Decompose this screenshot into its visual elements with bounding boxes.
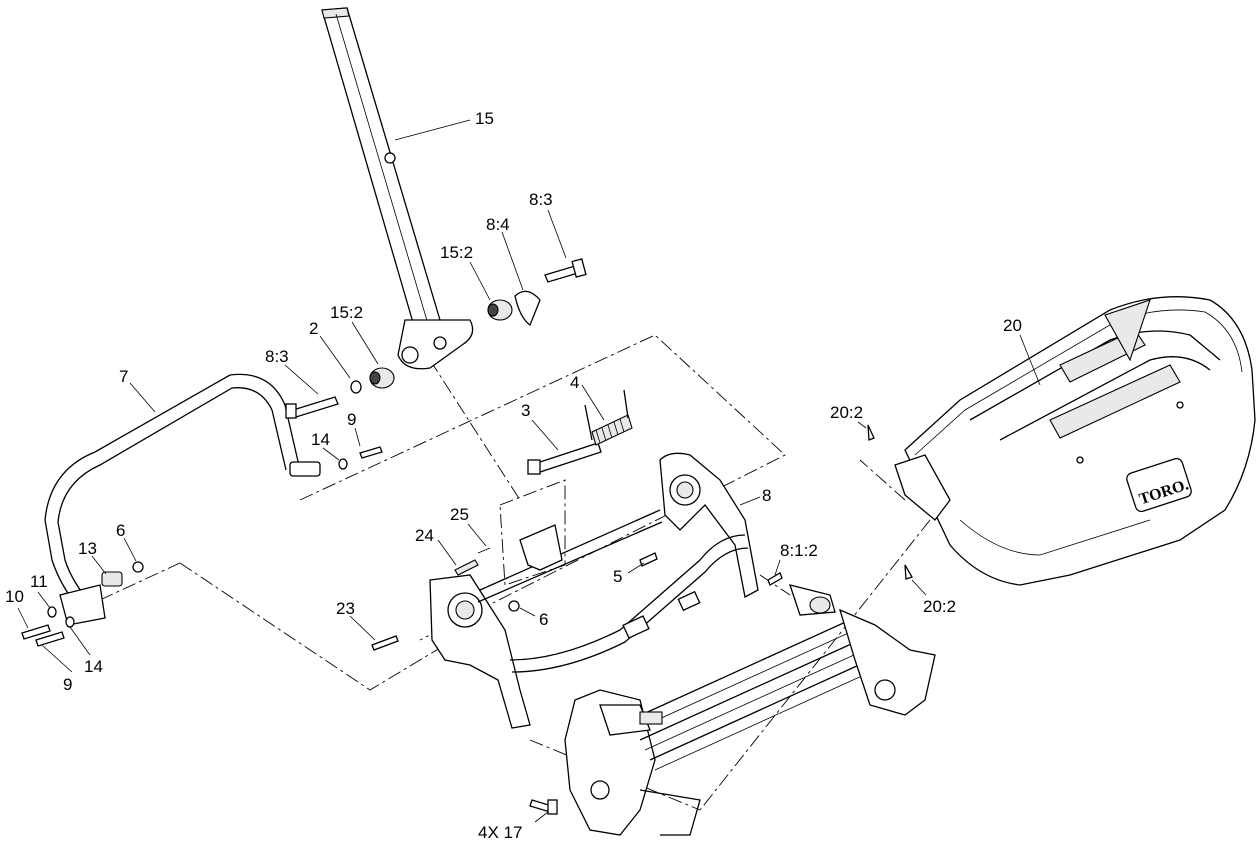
- callout-20-2-top: 20:2: [830, 403, 863, 422]
- callout-9-top: 9: [347, 410, 356, 429]
- assembly-lines: [99, 334, 931, 811]
- callout-20: 20: [1003, 316, 1022, 335]
- callout-8-4: 8:4: [486, 215, 510, 234]
- callout-2: 2: [309, 319, 318, 338]
- cover-20: TORO.: [894, 296, 1256, 586]
- callout-7: 7: [119, 367, 128, 386]
- callout-4x-17: 4X 17: [478, 823, 522, 842]
- callout-11: 11: [30, 572, 48, 591]
- callout-15-2-left: 15:2: [330, 303, 363, 322]
- callout-8: 8: [762, 486, 771, 505]
- callout-9-bottom: 9: [63, 675, 72, 694]
- callout-labels: 15 8:3 8:4 15:2 15:2 2 8:3 7 4 3 9 14 20…: [5, 109, 1022, 842]
- callout-24: 24: [415, 526, 434, 545]
- leader-lines: [17, 119, 1041, 823]
- callout-15-2-right: 15:2: [440, 243, 473, 262]
- callout-20-2-bottom: 20:2: [923, 597, 956, 616]
- handle-tube-15: [321, 7, 474, 370]
- callout-8-3-top: 8:3: [529, 190, 553, 209]
- callout-13: 13: [78, 539, 97, 558]
- callout-25: 25: [450, 505, 469, 524]
- callout-14-bottom: 14: [84, 657, 103, 676]
- callout-3: 3: [521, 401, 530, 420]
- callout-8-1-2: 8:1:2: [780, 541, 818, 560]
- callout-4: 4: [570, 373, 579, 392]
- callout-5: 5: [613, 567, 622, 586]
- frame-8: [429, 452, 759, 729]
- callout-6-left: 6: [116, 521, 125, 540]
- callout-14-top: 14: [311, 430, 330, 449]
- callout-23: 23: [336, 599, 355, 618]
- callout-10: 10: [5, 587, 24, 606]
- spring-4: [584, 389, 633, 446]
- cutting-unit: [564, 584, 936, 836]
- callout-15: 15: [475, 109, 494, 128]
- hardware: [21, 258, 913, 815]
- bail-bar-7: [44, 373, 321, 626]
- callout-6-mid: 6: [539, 610, 548, 629]
- callout-8-3-left: 8:3: [265, 347, 289, 366]
